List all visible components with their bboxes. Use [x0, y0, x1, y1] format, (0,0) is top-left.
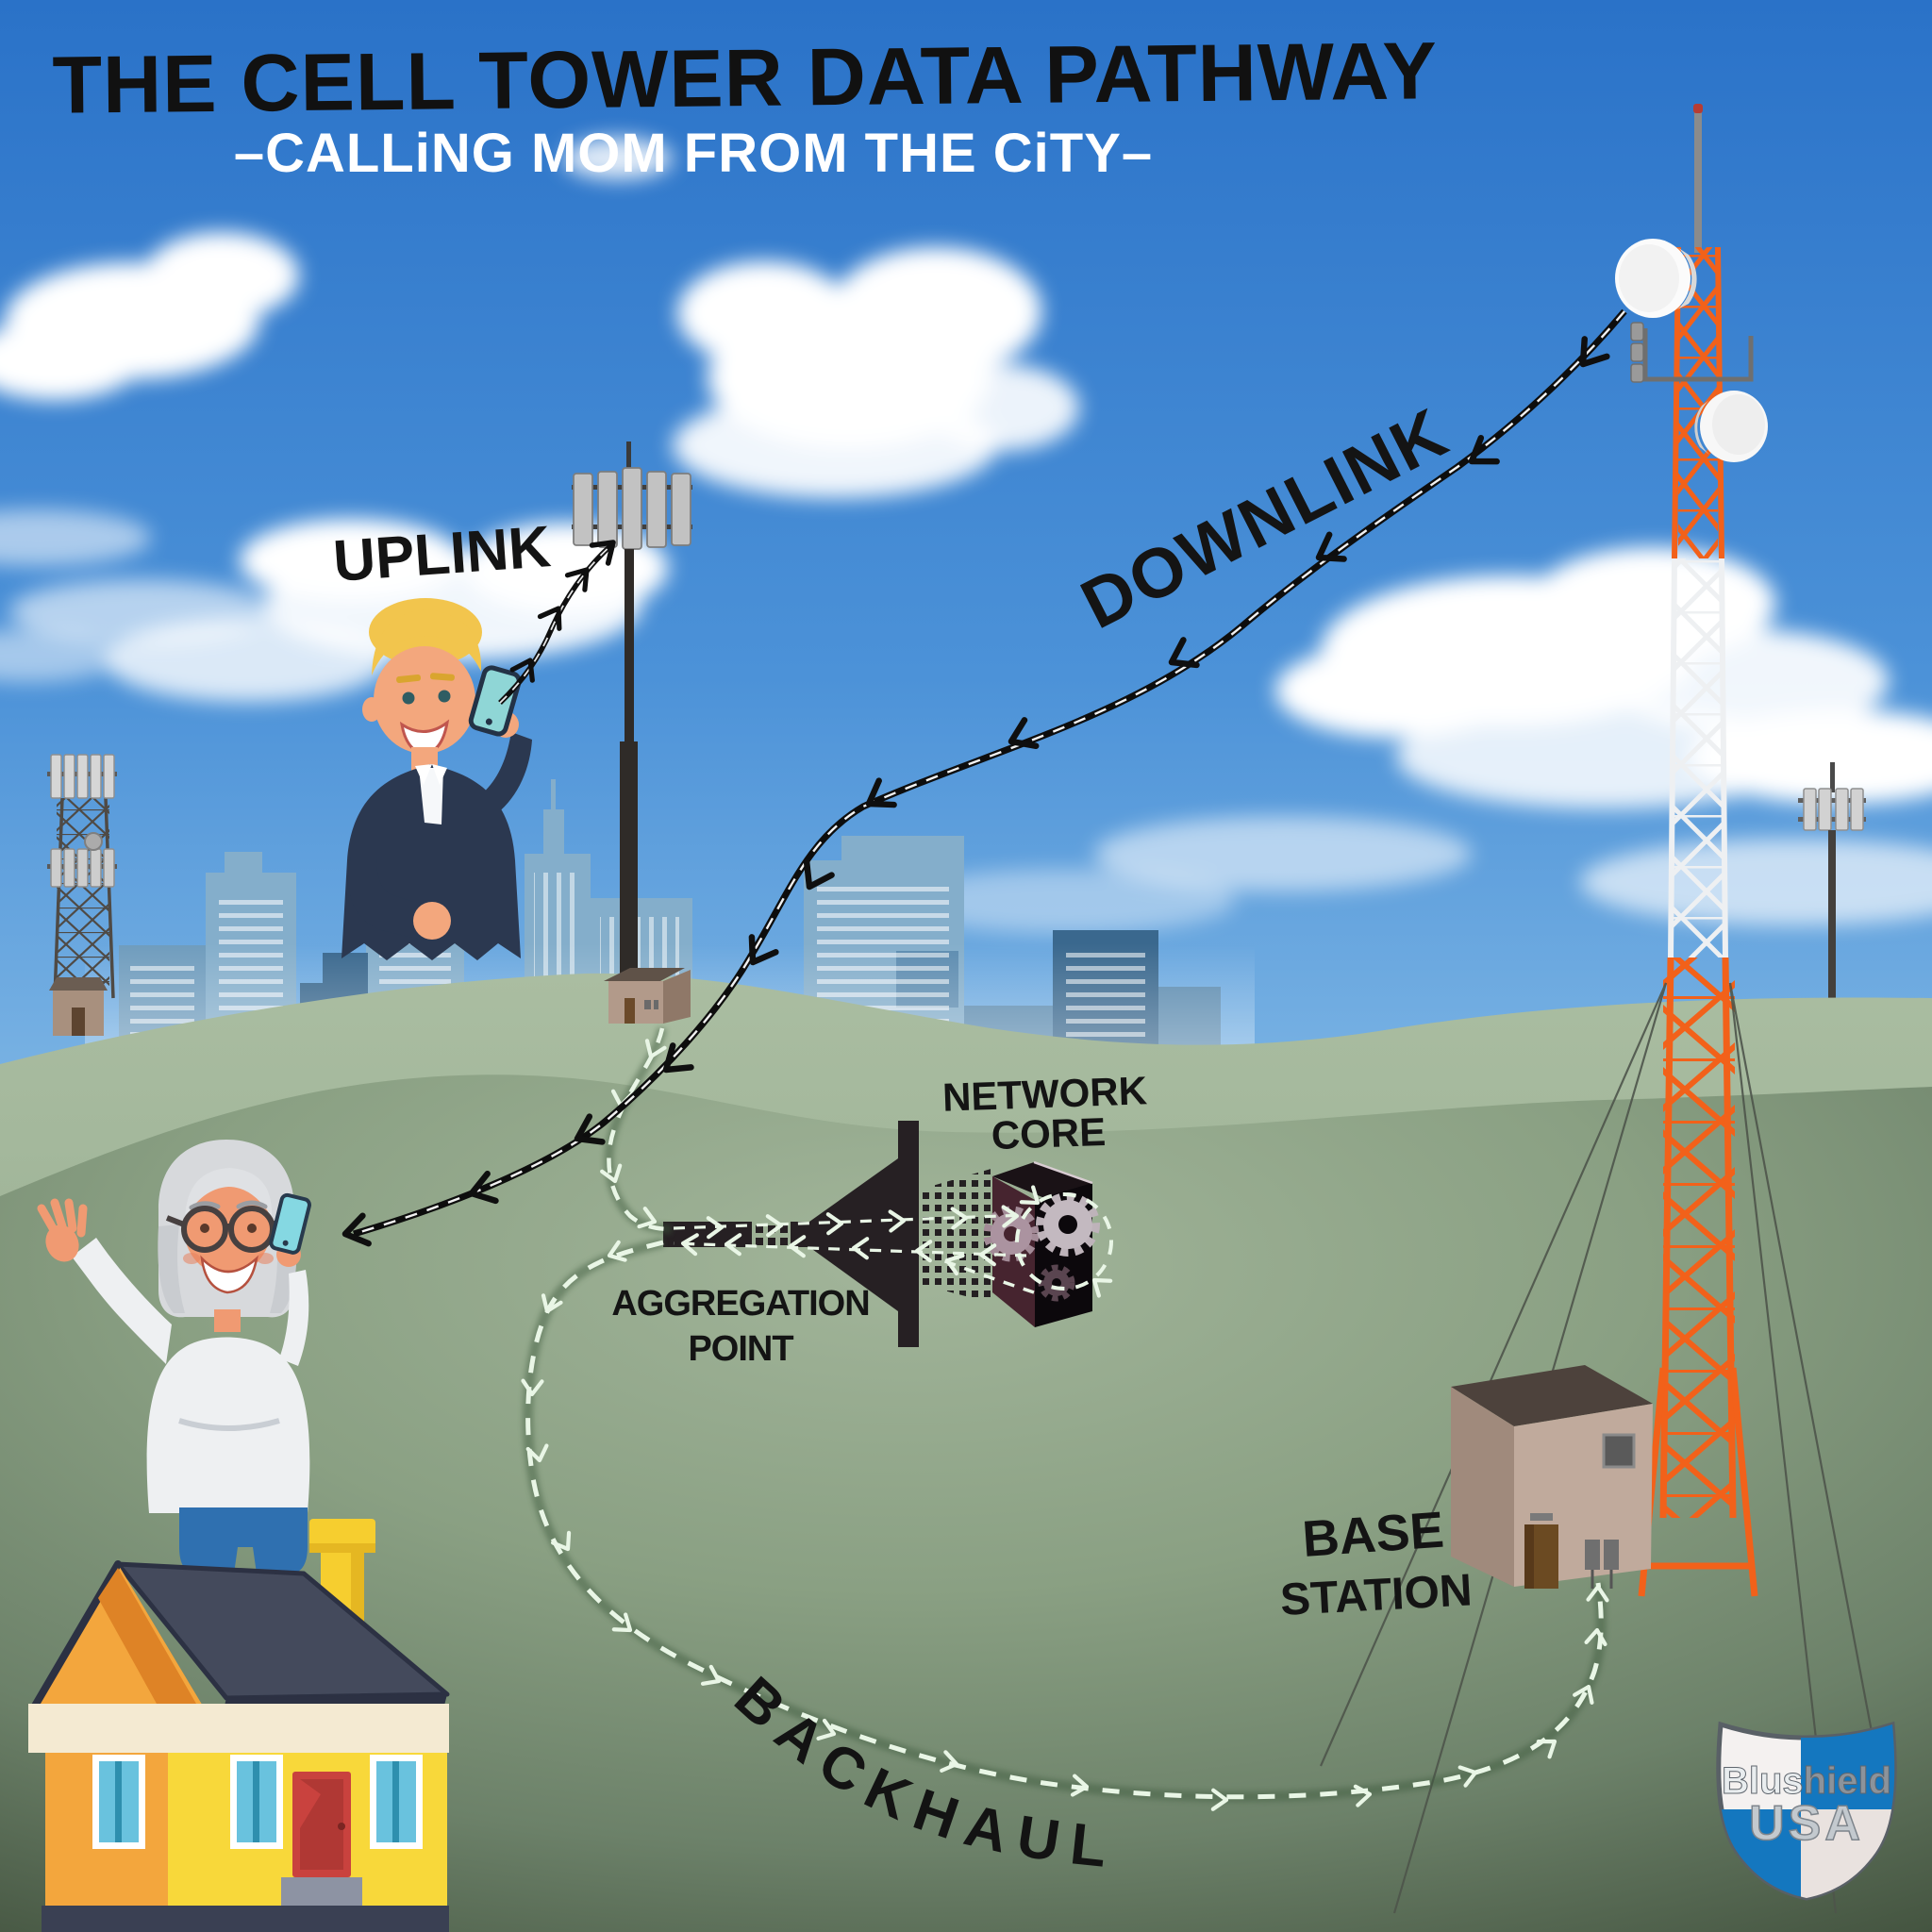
base-station-label: BASE: [1301, 1502, 1446, 1568]
base-station-building: [1451, 1365, 1653, 1589]
page-title: THE CELL TOWER DATA PATHWAY: [52, 25, 1438, 130]
base-station-label: STATION: [1279, 1565, 1474, 1625]
aggregation-label: POINT: [688, 1329, 793, 1369]
network-core-label: CORE: [991, 1109, 1107, 1158]
background-cell-pole-right: [1798, 762, 1866, 1002]
caller-phone-icon: [468, 665, 522, 737]
house-windows: [92, 1755, 423, 1849]
mom-smile: [200, 1255, 258, 1294]
data-stream-dots: [923, 1168, 994, 1304]
background-cell-tower-left: [47, 754, 117, 1036]
gear-icon: [1038, 1264, 1075, 1302]
logo-region: USA: [1749, 1796, 1864, 1851]
mom: [37, 1140, 311, 1574]
gear-icon: [1036, 1192, 1100, 1257]
mom-house: [28, 1519, 450, 1932]
caller-hair-fringe: [372, 609, 482, 675]
uplink-arrow: [498, 534, 622, 705]
small-cell-hut: [604, 968, 691, 1024]
mom-phone-icon: [269, 1192, 311, 1255]
gear-icon: [983, 1206, 1040, 1262]
microwave-dish-lower: [1694, 391, 1768, 462]
network-core-label: NETWORK: [941, 1068, 1147, 1120]
logo-brand: Blushield: [1722, 1760, 1891, 1802]
city-caller: [341, 598, 532, 960]
macro-cell-tower: [1319, 104, 1881, 1914]
mom-jeans: [179, 1507, 308, 1574]
microwave-dish-upper: [1615, 239, 1697, 318]
page-subtitle: –CALLiNG MOM FROM THE CiTY–: [234, 123, 1153, 184]
caller-smile: [399, 719, 450, 756]
small-cell-antenna: [572, 441, 692, 1024]
antenna-frame: [1642, 328, 1754, 382]
mom-top: [146, 1337, 310, 1513]
caller-face: [374, 646, 475, 754]
backhaul-path: [523, 1026, 1607, 1809]
downlink-arrow: [342, 308, 1627, 1248]
uplink-label: UPLINK: [331, 514, 553, 594]
near-ground: [0, 1074, 1932, 1932]
aggregation-label: AGGREGATION: [611, 1284, 869, 1324]
